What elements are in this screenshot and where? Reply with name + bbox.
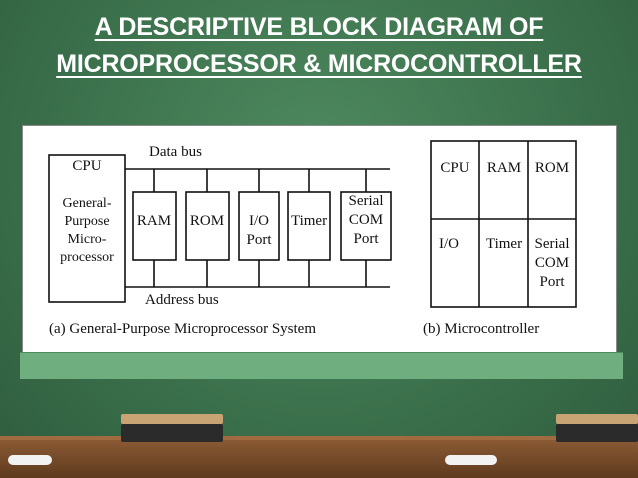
rom-label: ROM [190, 213, 224, 229]
ram-label: RAM [137, 213, 171, 229]
mc-port-label: Port [539, 274, 565, 290]
data-bus-label: Data bus [149, 144, 202, 160]
eraser-left-top [121, 414, 223, 424]
slide-title-line-2: MICROPROCESSOR & MICROCONTROLLER [56, 50, 582, 78]
rom-block [185, 191, 230, 261]
eraser-left [121, 424, 223, 442]
mc-com-label: COM [535, 255, 569, 271]
microcontroller-block [430, 140, 577, 308]
diagram-panel: CPU General- Purpose Micro- processor Da… [22, 125, 617, 354]
mc-serial-label: Serial [535, 236, 570, 252]
cpu-desc-1: General- [63, 196, 112, 211]
cpu-block [48, 154, 126, 303]
mc-timer-label: Timer [486, 236, 522, 252]
io-label: I/O [249, 213, 269, 229]
mc-rom-label: ROM [535, 160, 569, 176]
panel-base-strip [20, 352, 623, 379]
ram-block [132, 191, 177, 261]
cpu-desc-3: Micro- [68, 232, 107, 247]
cpu-desc-4: processor [60, 250, 114, 265]
io-port-block [238, 191, 280, 261]
chalk-piece-right [445, 455, 497, 465]
address-bus-label: Address bus [145, 292, 219, 308]
mc-cpu-label: CPU [440, 160, 469, 176]
slide-title-line-1: A DESCRIPTIVE BLOCK DIAGRAM OF [94, 13, 544, 41]
serial-com-port-block [340, 191, 392, 261]
block-diagram: CPU General- Purpose Micro- processor Da… [48, 140, 577, 337]
timer-label: Timer [291, 213, 327, 229]
chalk-ledge [0, 440, 638, 478]
mc-io-label: I/O [439, 236, 459, 252]
timer-block [287, 191, 331, 261]
cpu-desc-2: Purpose [64, 214, 109, 229]
io-port-label: Port [246, 232, 272, 248]
chalk-ledge-top [0, 436, 638, 442]
mc-ram-label: RAM [487, 160, 521, 176]
port-label: Port [353, 231, 379, 247]
eraser-right-top [556, 414, 638, 424]
cpu-label: CPU [72, 158, 101, 174]
caption-a: (a) General-Purpose Microprocessor Syste… [49, 321, 316, 337]
chalk-piece-left [8, 455, 52, 465]
serial-label: Serial [349, 193, 384, 209]
com-label: COM [349, 212, 383, 228]
caption-b: (b) Microcontroller [423, 321, 539, 337]
eraser-right [556, 424, 638, 442]
